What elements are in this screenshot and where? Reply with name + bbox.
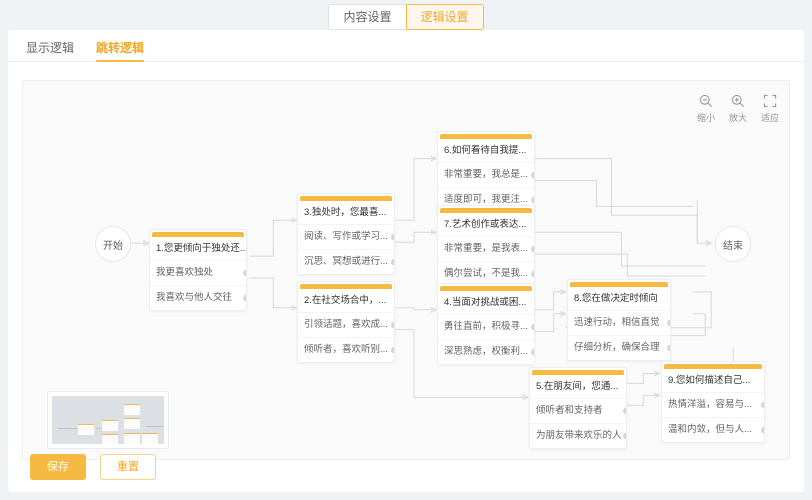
flow-node-4[interactable]: 4.当面对挑战或困... 勇往直前，积极寻... 深思熟虑，权衡利... [437,283,535,365]
option-port[interactable] [530,270,534,278]
option-port[interactable] [390,233,394,241]
node-option[interactable]: 倾听者，喜欢听别... [298,337,394,362]
zoom-out-label: 缩小 [696,113,715,123]
form-actions: 保存 重置 [30,454,156,480]
zoom-out-button[interactable]: 缩小 [697,93,715,124]
minimap-node [142,433,158,444]
flow-node-3[interactable]: 3.独处时，您最喜... 阅读、写作或学习... 沉思、冥想或进行... [297,193,395,275]
node-option[interactable]: 阅读、写作或学习... [298,224,394,249]
option-port[interactable] [242,269,246,277]
flow-node-2[interactable]: 2.在社交场合中，... 引领话题，喜欢成... 倾听者，喜欢听别... [297,281,395,363]
node-option[interactable]: 偶尔尝试，不是我... [438,261,534,286]
node-option[interactable]: 引领话题，喜欢成... [298,312,394,337]
node-header-bar [440,208,532,213]
start-node-label: 开始 [103,240,123,252]
flow-node-7[interactable]: 7.艺术创作或表达... 非常重要，是我表... 偶尔尝试，不是我... [437,205,535,287]
subtab-jump-logic[interactable]: 跳转逻辑 [96,39,145,62]
node-header-bar [532,370,624,375]
flow-node-9[interactable]: 9.您如何描述自己... 热情洋溢，容易与... 温和内敛，但与人... [661,361,765,443]
canvas-minimap[interactable] [47,391,169,449]
node-option[interactable]: 非常重要，是我表... [438,236,534,261]
minimap-node [78,424,94,435]
flow-node-1[interactable]: 1.您更倾向于独处还... 我更喜欢独处 我喜欢与他人交往 [149,229,247,311]
node-title: 9.您如何描述自己... [668,375,751,386]
zoom-in-button[interactable]: 放大 [729,93,747,124]
logic-subtabs: 显示逻辑 跳转逻辑 [8,34,804,62]
node-title: 8.您在做决定时倾向 [574,293,658,304]
minimap-viewport[interactable] [52,396,164,444]
node-header-bar [300,284,392,289]
option-port[interactable] [390,346,394,354]
reset-button[interactable]: 重置 [100,454,156,480]
node-option[interactable]: 勇往直前，积极寻... [438,314,534,339]
option-port[interactable] [530,348,534,356]
node-option[interactable]: 我喜欢与他人交往 [150,285,246,310]
node-title: 6.如何看待自我提... [444,145,527,156]
node-header-bar [300,196,392,201]
node-title: 7.艺术创作或表达... [444,219,527,230]
node-option[interactable]: 深思熟虑，权衡利... [438,339,534,364]
node-option[interactable]: 仔细分析，确保合理 [568,335,670,360]
fit-screen-icon [763,94,777,108]
node-title: 3.独处时，您最喜... [304,207,387,218]
node-header-bar [152,232,244,237]
node-header-bar [440,134,532,139]
option-port[interactable] [530,196,534,204]
top-tabbar: 内容设置 逻辑设置 [0,0,812,34]
node-option[interactable]: 温和内敛，但与人... [662,417,764,442]
fit-screen-button[interactable]: 适应 [761,93,779,124]
option-port[interactable] [622,432,626,440]
node-title: 2.在社交场合中，... [304,295,387,306]
start-node[interactable]: 开始 [95,226,131,262]
subtab-display-logic[interactable]: 显示逻辑 [26,41,75,55]
option-port[interactable] [666,319,670,327]
minimap-node [124,404,140,415]
node-title: 1.您更倾向于独处还... [156,243,246,254]
node-option[interactable]: 倾听者和支持者 [530,398,626,423]
end-node[interactable]: 结束 [715,226,751,262]
option-port[interactable] [622,407,626,415]
node-title: 4.当面对挑战或困... [444,297,527,308]
fit-screen-label: 适应 [760,113,779,123]
flowchart-inner: 缩小 放大 适应 [23,81,789,459]
logic-settings-card: 显示逻辑 跳转逻辑 缩小 放大 [8,30,804,492]
flowchart-canvas[interactable]: 缩小 放大 适应 [22,80,790,460]
node-option[interactable]: 为朋友带来欢乐的人 [530,423,626,448]
tab-content-settings[interactable]: 内容设置 [328,4,406,30]
option-port[interactable] [530,245,534,253]
minimap-node [102,420,118,431]
minimap-node [102,434,118,444]
flow-node-8[interactable]: 8.您在做决定时倾向 迅速行动，相信直觉 仔细分析，确保合理 [567,279,671,361]
option-port[interactable] [390,321,394,329]
zoom-out-icon [699,94,712,107]
option-port[interactable] [242,294,246,302]
minimap-node [124,418,140,429]
option-port[interactable] [666,344,670,352]
save-button[interactable]: 保存 [30,454,86,480]
node-option[interactable]: 沉思、冥想或进行... [298,249,394,274]
option-port[interactable] [760,426,764,434]
node-option[interactable]: 适度即可，我更注... [438,187,534,212]
option-port[interactable] [390,258,394,266]
node-title: 5.在朋友间，您通... [536,381,619,392]
flow-node-5[interactable]: 5.在朋友间，您通... 倾听者和支持者 为朋友带来欢乐的人 [529,367,627,449]
node-header-bar [664,364,762,369]
minimap-node [124,433,140,444]
zoom-in-label: 放大 [728,113,747,123]
node-option[interactable]: 迅速行动，相信直觉 [568,310,670,335]
node-option[interactable]: 非常重要，我总是... [438,162,534,187]
settings-segmented-control: 内容设置 逻辑设置 [328,4,484,30]
end-node-label: 结束 [723,240,743,252]
option-port[interactable] [760,401,764,409]
node-header-bar [440,286,532,291]
flow-node-6[interactable]: 6.如何看待自我提... 非常重要，我总是... 适度即可，我更注... [437,131,535,213]
canvas-zoom-controls: 缩小 放大 适应 [697,93,779,124]
option-port[interactable] [530,323,534,331]
node-option[interactable]: 热情洋溢，容易与... [662,392,764,417]
node-header-bar [570,282,668,287]
zoom-in-icon [731,94,744,107]
tab-logic-settings[interactable]: 逻辑设置 [405,4,484,30]
option-port[interactable] [530,171,534,179]
node-option[interactable]: 我更喜欢独处 [150,260,246,285]
